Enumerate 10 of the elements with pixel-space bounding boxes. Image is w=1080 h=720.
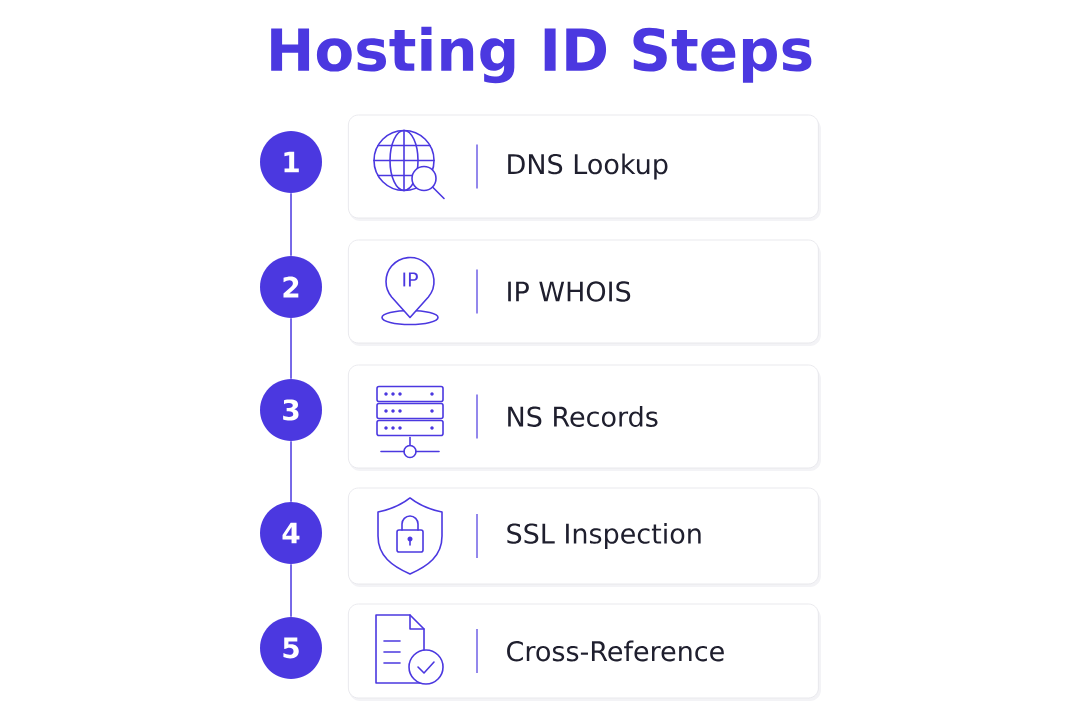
connector-line [290,440,292,503]
title: Hosting ID Steps [271,26,812,84]
step-card: SSL Inspection [348,487,821,587]
step-card: NS Records [348,364,821,471]
connector-line [290,317,292,380]
step-card: DNS Lookup [348,114,821,221]
connector-line [290,192,292,257]
icon-text: IP [403,272,418,287]
connector-line [290,563,292,618]
step-card: Cross-Reference [348,603,821,701]
